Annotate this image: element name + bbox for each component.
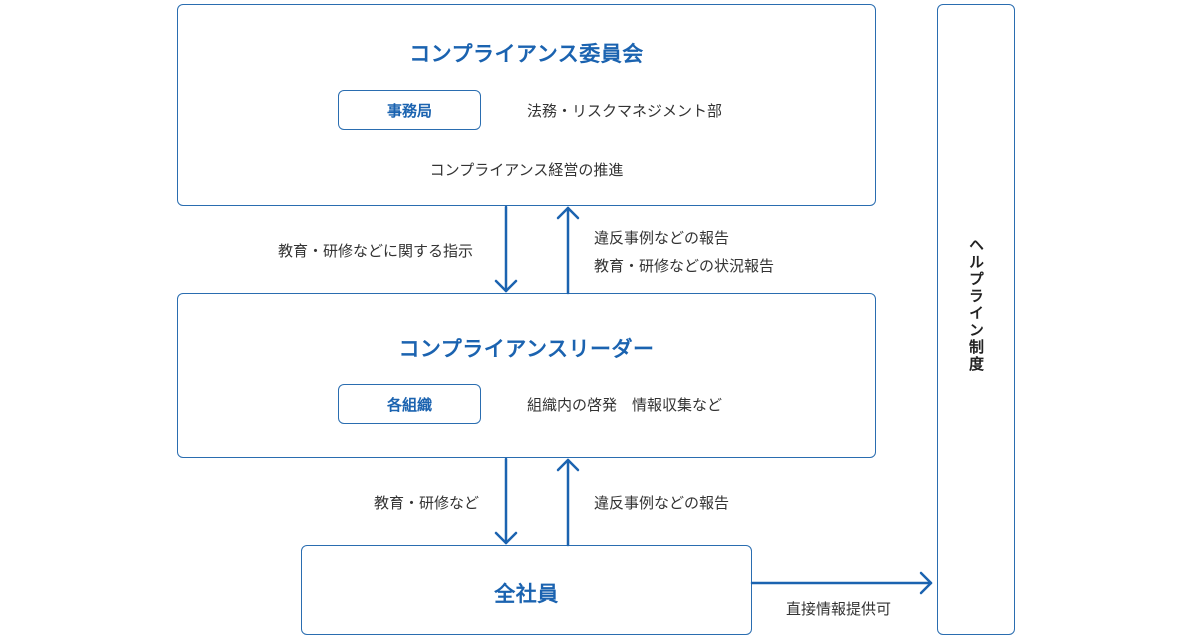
leaders-box: コンプライアンスリーダー 各組織 組織内の啓発 情報収集など	[177, 293, 876, 458]
up-arrow-1	[556, 206, 580, 295]
all-staff-title: 全社員	[494, 582, 559, 606]
leaders-title: コンプライアンスリーダー	[398, 337, 655, 361]
report-label-2: 教育・研修などの状況報告	[594, 257, 775, 275]
report-label-3: 違反事例などの報告	[594, 494, 730, 512]
up-arrow-2	[556, 458, 580, 547]
org-badge: 各組織	[338, 384, 481, 424]
office-badge: 事務局	[338, 90, 481, 130]
down-arrow-2	[494, 457, 518, 545]
instruction-label: 教育・研修などに関する指示	[278, 242, 474, 260]
direct-report-label: 直接情報提供可	[786, 600, 892, 618]
committee-box: コンプライアンス委員会 事務局 法務・リスクマネジメント部 コンプライアンス経営…	[177, 4, 876, 206]
org-description: 組織内の啓発 情報収集など	[527, 396, 723, 414]
training-label: 教育・研修など	[374, 494, 480, 512]
all-staff-box: 全社員	[301, 545, 752, 635]
helpline-label: ヘルプライン制度	[967, 237, 985, 373]
helpline-box: ヘルプライン制度	[937, 4, 1015, 635]
committee-title: コンプライアンス委員会	[409, 42, 644, 66]
office-description: 法務・リスクマネジメント部	[527, 102, 723, 120]
report-label-1: 違反事例などの報告	[594, 229, 730, 247]
down-arrow-1	[494, 205, 518, 293]
committee-mission: コンプライアンス経営の推進	[429, 161, 624, 179]
right-arrow	[750, 571, 933, 595]
